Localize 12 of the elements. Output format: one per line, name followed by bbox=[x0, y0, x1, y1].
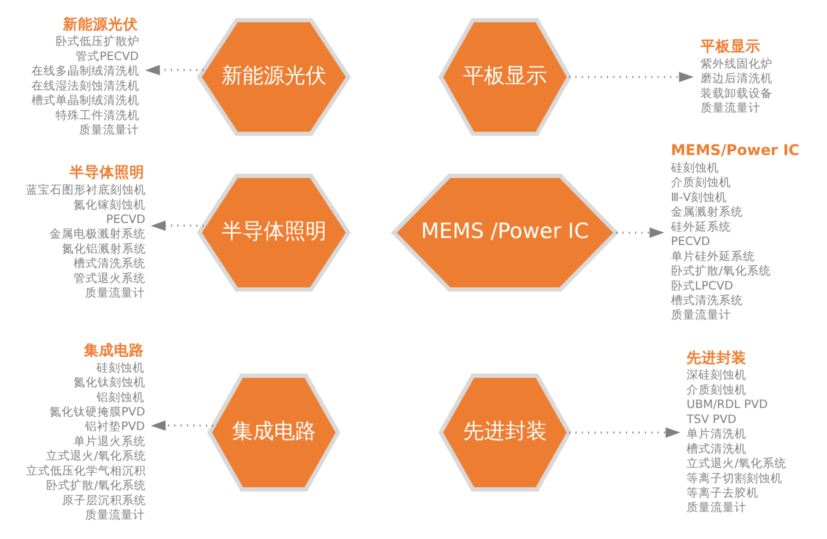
node-text: 平板显示 紫外线固化炉 磨边后清洗机 装载卸载设备 质量流量计 bbox=[700, 38, 772, 115]
arrow bbox=[145, 64, 204, 76]
arrow bbox=[569, 72, 694, 82]
node-text: 先进封装 深硅刻蚀机 介质刻蚀机 UBM/RDL PVD TSV PVD 单片清洗机 槽式清洗机 立式退火/氧化系统 等离子切割刻蚀机 等离子去胶机 质量流量计 bbox=[686, 349, 787, 514]
node-text: 半导体照明 蓝宝石图形衬底刻蚀机 氮化镓刻蚀机 PECVD 金属电极溅射系统 氮化铝溅射系统 槽式清洗系统 管式退火系统 质量流量计 bbox=[26, 164, 146, 300]
arrow bbox=[569, 427, 680, 438]
arrow bbox=[616, 228, 664, 238]
node-text: 集成电路 硅刻蚀机 氮化钛刻蚀机 铝刻蚀机 氮化钛硬掩膜PVD 铝衬垫PVD 单片退火系统 立式退火/氧化系统 立式低压化学气相沉积 卧式扩散/氧化系统 原子层沉积系统 质量流量计 bbox=[26, 342, 146, 522]
node-text: 新能源光伏 卧式低压扩散炉 管式PECVD 在线多晶制绒清洗机 在线湿法刻蚀清洗机 槽式单晶制绒清洗机 特殊工件清洗机 质量流量计 bbox=[31, 16, 140, 137]
arrow bbox=[150, 420, 214, 431]
node-text: MEMS/Power IC 硅刻蚀机 介质刻蚀机 Ⅲ-Ⅴ刻蚀机 金属溅射系统 硅外延系统 PECVD 单片硅外延系统 卧式扩散/氧化系统 卧式LPCVD 槽式清洗系统 质量流量计 bbox=[670, 142, 800, 322]
arrow bbox=[150, 220, 204, 231]
